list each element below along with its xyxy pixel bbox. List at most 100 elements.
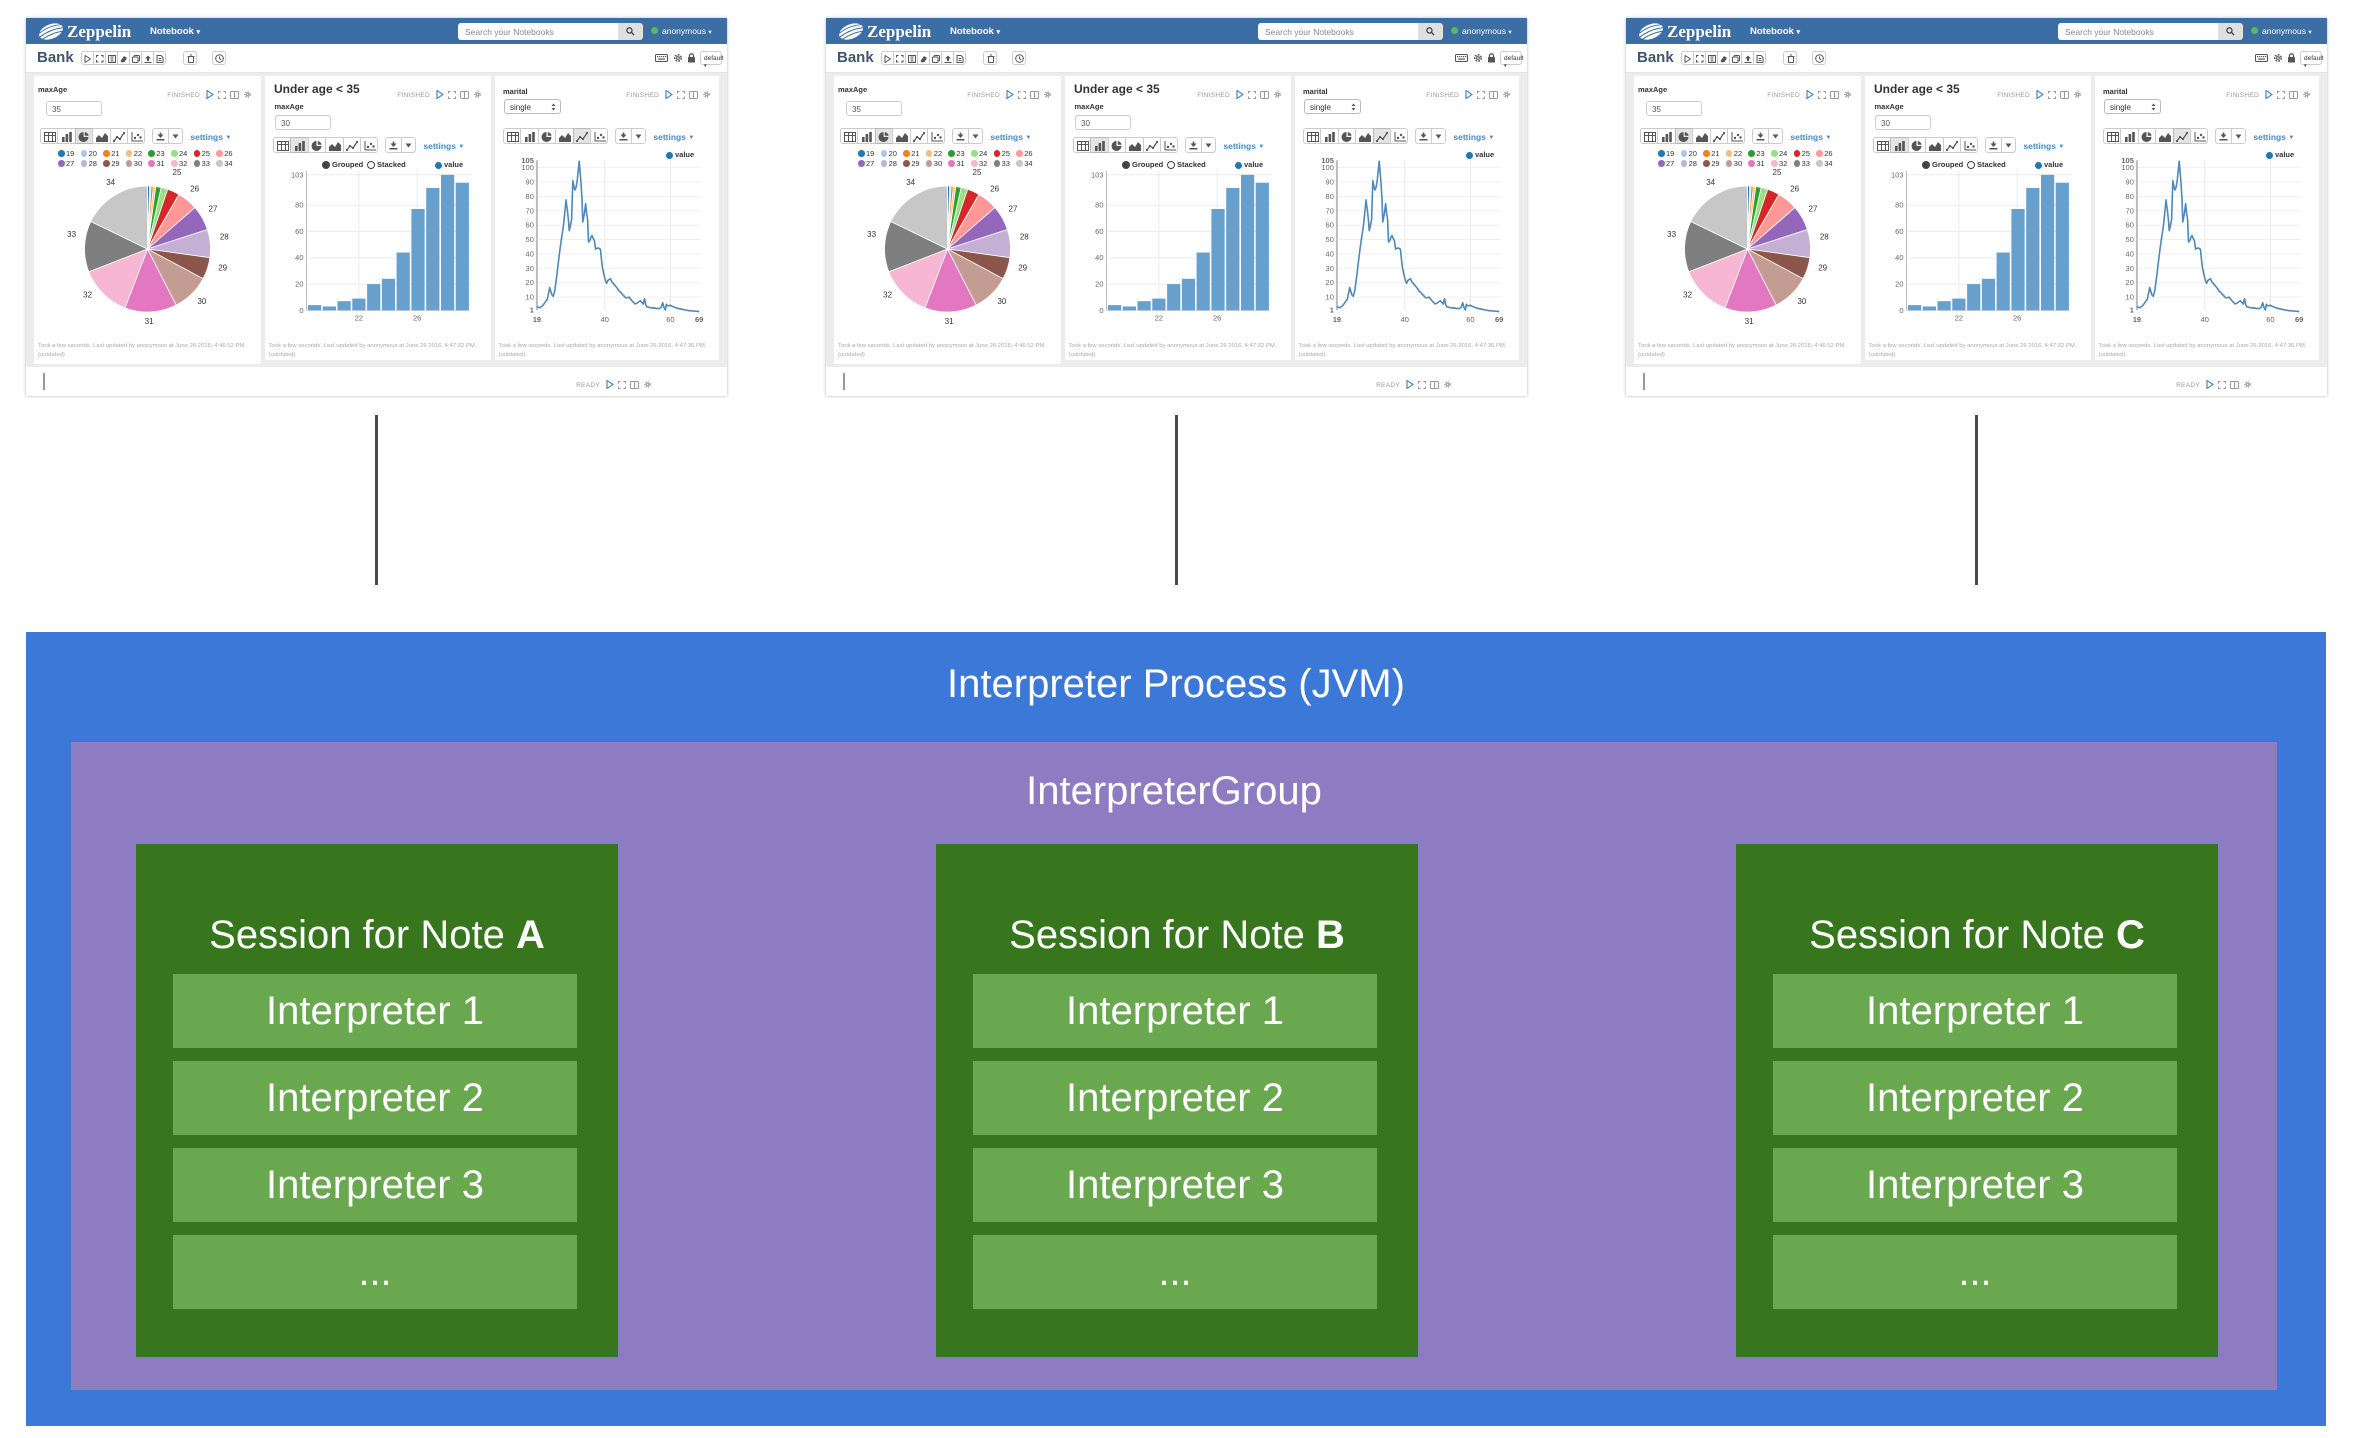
svg-text:60: 60 bbox=[525, 221, 533, 230]
svg-text:105: 105 bbox=[1321, 156, 1334, 165]
svg-text:25: 25 bbox=[1773, 168, 1782, 177]
svg-text:40: 40 bbox=[1095, 253, 1103, 262]
svg-text:19: 19 bbox=[532, 315, 540, 324]
svg-text:20: 20 bbox=[2125, 278, 2133, 287]
svg-text:60: 60 bbox=[1895, 227, 1903, 236]
svg-text:26: 26 bbox=[2013, 313, 2021, 322]
svg-text:40: 40 bbox=[1400, 315, 1408, 324]
svg-text:25: 25 bbox=[173, 168, 182, 177]
svg-text:28: 28 bbox=[1820, 232, 1829, 241]
svg-text:0: 0 bbox=[1899, 306, 1903, 315]
svg-text:20: 20 bbox=[1325, 278, 1333, 287]
svg-text:0: 0 bbox=[299, 306, 303, 315]
svg-text:30: 30 bbox=[997, 297, 1006, 306]
svg-text:40: 40 bbox=[600, 315, 608, 324]
svg-text:100: 100 bbox=[2121, 163, 2134, 172]
svg-text:40: 40 bbox=[1325, 249, 1333, 258]
svg-text:40: 40 bbox=[2125, 249, 2133, 258]
svg-text:60: 60 bbox=[2125, 221, 2133, 230]
svg-text:80: 80 bbox=[525, 192, 533, 201]
svg-text:22: 22 bbox=[1954, 313, 1962, 322]
svg-text:1: 1 bbox=[529, 306, 533, 315]
svg-text:34: 34 bbox=[906, 178, 915, 187]
svg-text:40: 40 bbox=[525, 249, 533, 258]
svg-text:69: 69 bbox=[1495, 315, 1503, 324]
svg-text:30: 30 bbox=[525, 264, 533, 273]
svg-text:27: 27 bbox=[1009, 204, 1018, 213]
svg-text:69: 69 bbox=[695, 315, 703, 324]
svg-text:33: 33 bbox=[1667, 230, 1676, 239]
svg-text:20: 20 bbox=[1095, 280, 1103, 289]
svg-text:26: 26 bbox=[413, 313, 421, 322]
svg-text:32: 32 bbox=[1683, 291, 1692, 300]
svg-text:28: 28 bbox=[1020, 232, 1029, 241]
svg-text:60: 60 bbox=[295, 227, 303, 236]
svg-text:19: 19 bbox=[1332, 315, 1340, 324]
svg-text:50: 50 bbox=[525, 235, 533, 244]
svg-text:28: 28 bbox=[220, 232, 229, 241]
svg-text:20: 20 bbox=[525, 278, 533, 287]
svg-text:40: 40 bbox=[2200, 315, 2208, 324]
svg-text:31: 31 bbox=[1745, 317, 1754, 326]
svg-text:100: 100 bbox=[1321, 163, 1334, 172]
svg-text:20: 20 bbox=[295, 280, 303, 289]
svg-text:90: 90 bbox=[2125, 178, 2133, 187]
svg-text:32: 32 bbox=[883, 291, 892, 300]
svg-text:33: 33 bbox=[67, 230, 76, 239]
svg-text:0: 0 bbox=[1099, 306, 1103, 315]
svg-text:70: 70 bbox=[1325, 206, 1333, 215]
svg-text:50: 50 bbox=[1325, 235, 1333, 244]
svg-text:33: 33 bbox=[867, 230, 876, 239]
svg-text:22: 22 bbox=[1154, 313, 1162, 322]
svg-text:25: 25 bbox=[973, 168, 982, 177]
svg-text:100: 100 bbox=[521, 163, 534, 172]
svg-text:103: 103 bbox=[290, 170, 303, 179]
svg-text:69: 69 bbox=[2295, 315, 2303, 324]
svg-text:10: 10 bbox=[1325, 293, 1333, 302]
svg-text:70: 70 bbox=[2125, 206, 2133, 215]
svg-text:90: 90 bbox=[525, 178, 533, 187]
svg-text:105: 105 bbox=[2121, 156, 2134, 165]
svg-text:105: 105 bbox=[521, 156, 534, 165]
svg-text:29: 29 bbox=[1018, 264, 1027, 273]
svg-text:40: 40 bbox=[1895, 253, 1903, 262]
svg-text:103: 103 bbox=[1890, 170, 1903, 179]
svg-text:19: 19 bbox=[2132, 315, 2140, 324]
svg-text:22: 22 bbox=[354, 313, 362, 322]
svg-text:29: 29 bbox=[218, 264, 227, 273]
svg-text:30: 30 bbox=[1797, 297, 1806, 306]
svg-text:27: 27 bbox=[1809, 204, 1818, 213]
svg-text:26: 26 bbox=[1790, 184, 1799, 193]
svg-text:50: 50 bbox=[2125, 235, 2133, 244]
svg-text:70: 70 bbox=[525, 206, 533, 215]
svg-text:40: 40 bbox=[295, 253, 303, 262]
svg-text:26: 26 bbox=[190, 184, 199, 193]
svg-text:80: 80 bbox=[295, 201, 303, 210]
svg-text:20: 20 bbox=[1895, 280, 1903, 289]
svg-text:26: 26 bbox=[1213, 313, 1221, 322]
svg-text:60: 60 bbox=[2266, 315, 2274, 324]
svg-text:60: 60 bbox=[1325, 221, 1333, 230]
svg-text:90: 90 bbox=[1325, 178, 1333, 187]
svg-text:80: 80 bbox=[1325, 192, 1333, 201]
svg-text:31: 31 bbox=[145, 317, 154, 326]
svg-text:80: 80 bbox=[1095, 201, 1103, 210]
svg-text:10: 10 bbox=[525, 293, 533, 302]
svg-text:30: 30 bbox=[2125, 264, 2133, 273]
svg-text:60: 60 bbox=[1095, 227, 1103, 236]
svg-text:34: 34 bbox=[1706, 178, 1715, 187]
svg-text:1: 1 bbox=[2129, 306, 2133, 315]
svg-text:29: 29 bbox=[1818, 264, 1827, 273]
svg-text:27: 27 bbox=[209, 204, 218, 213]
svg-text:31: 31 bbox=[945, 317, 954, 326]
svg-text:1: 1 bbox=[1329, 306, 1333, 315]
svg-text:10: 10 bbox=[2125, 293, 2133, 302]
svg-text:26: 26 bbox=[990, 184, 999, 193]
svg-text:60: 60 bbox=[666, 315, 674, 324]
svg-text:32: 32 bbox=[83, 291, 92, 300]
svg-text:60: 60 bbox=[1466, 315, 1474, 324]
svg-text:103: 103 bbox=[1090, 170, 1103, 179]
svg-text:30: 30 bbox=[1325, 264, 1333, 273]
svg-text:80: 80 bbox=[1895, 201, 1903, 210]
svg-text:30: 30 bbox=[197, 297, 206, 306]
